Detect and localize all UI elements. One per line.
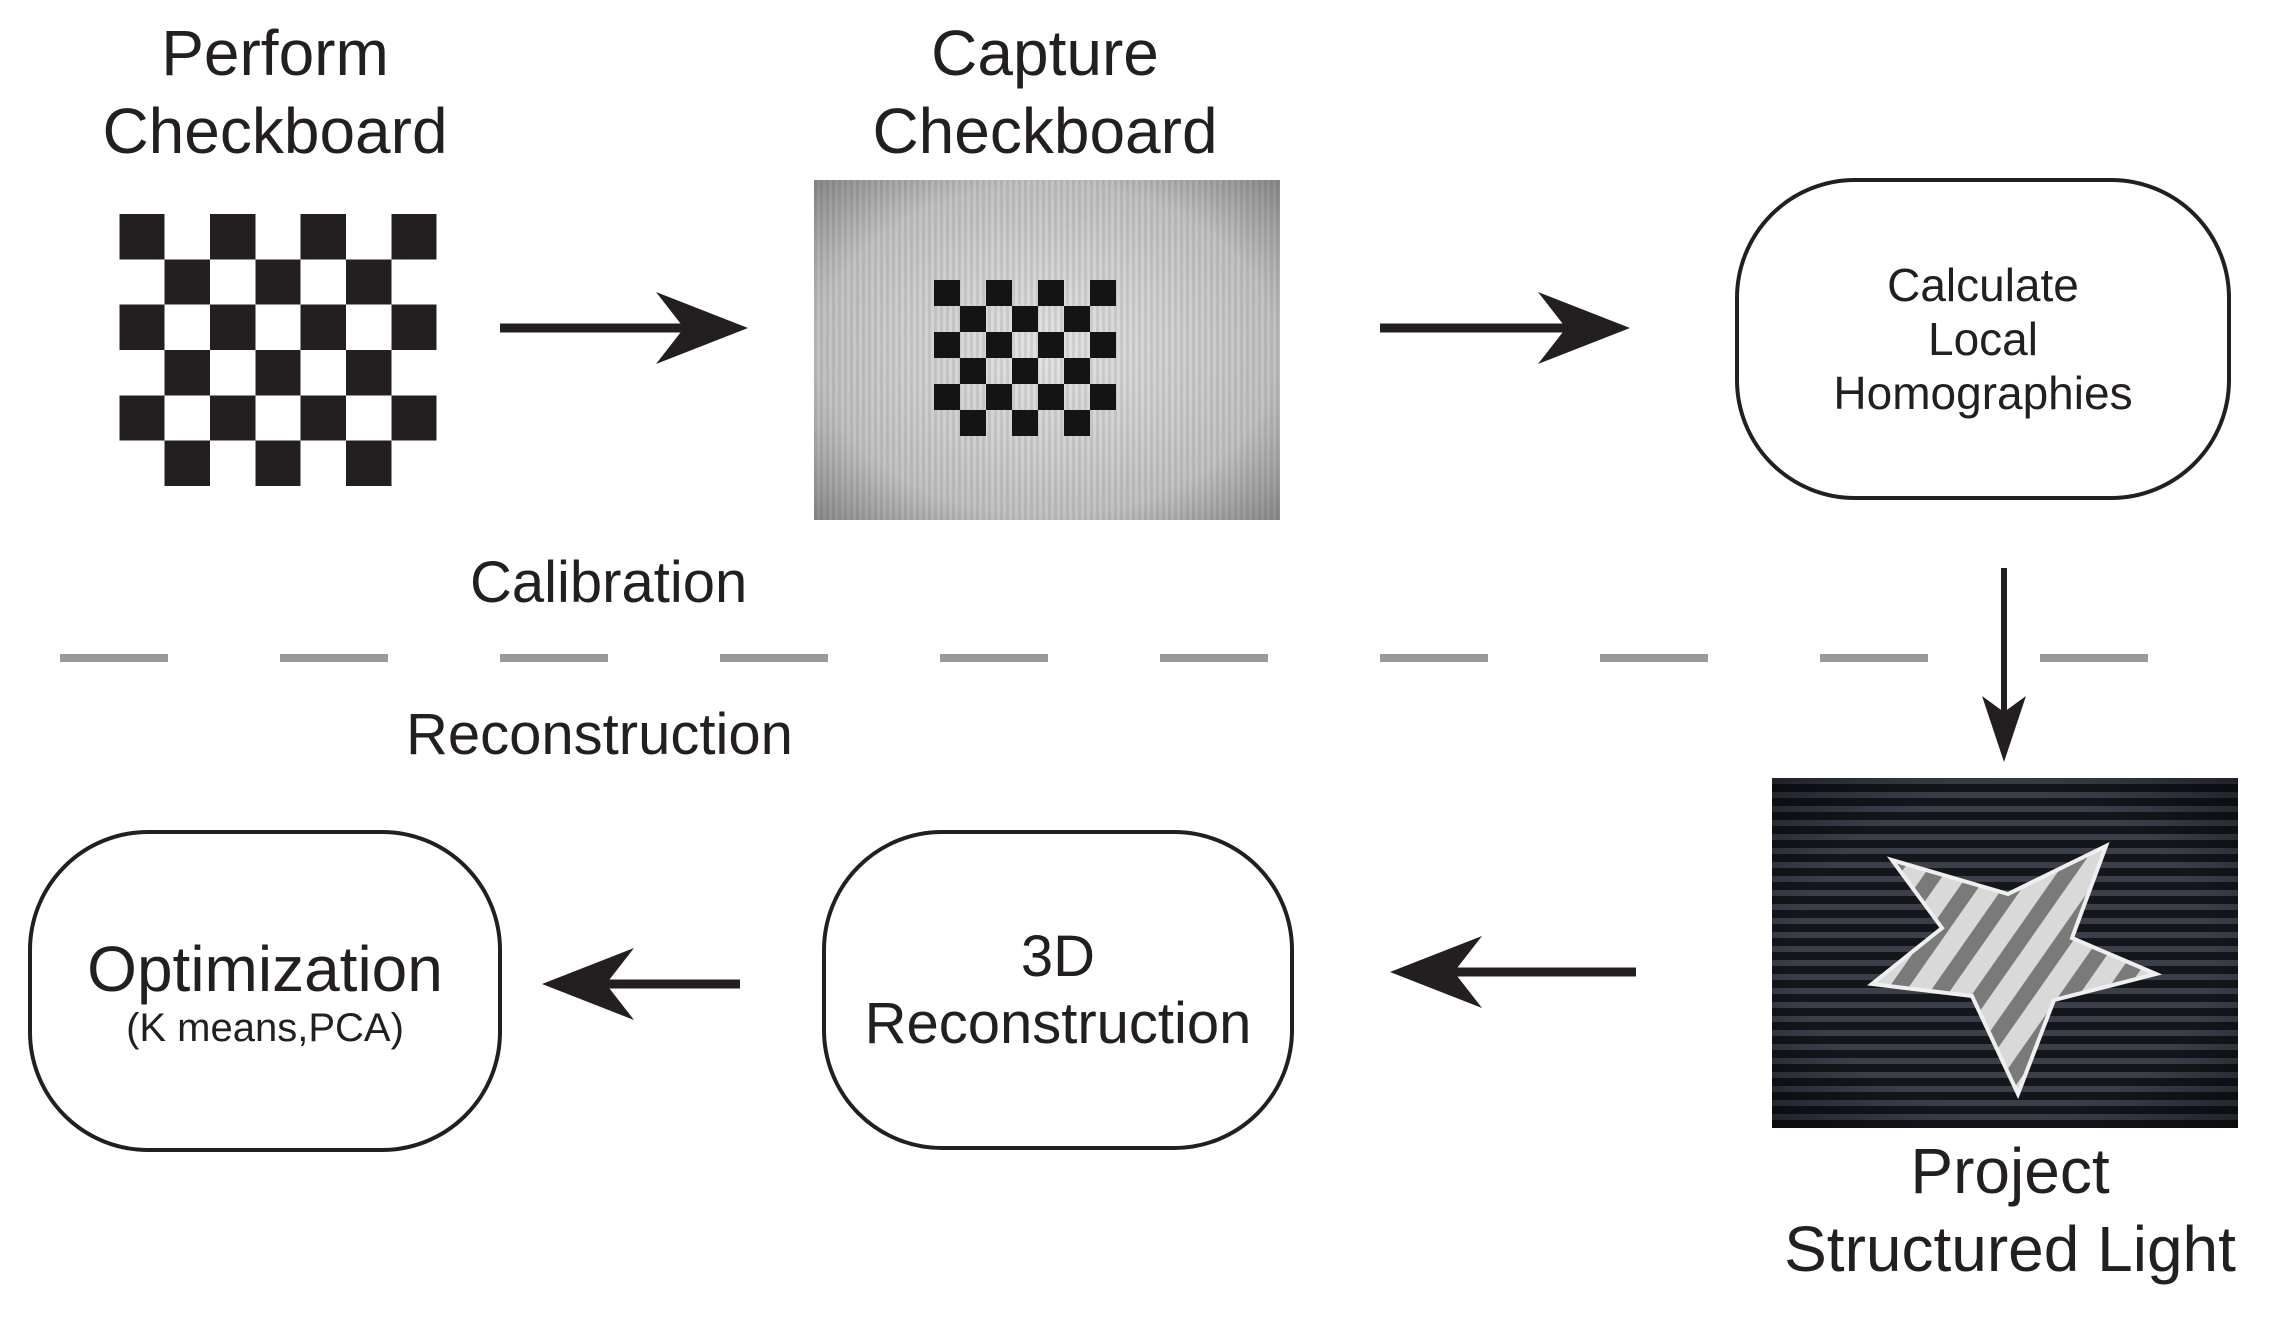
checker-square	[119, 304, 165, 350]
checker-square	[119, 214, 165, 260]
checker-square	[1012, 410, 1038, 436]
perform-title-line2: Checkboard	[102, 95, 448, 168]
checker-square	[391, 395, 437, 441]
capture-title-line1: Capture	[931, 17, 1159, 89]
checker-square	[960, 306, 986, 332]
structured-light-star-photo	[1772, 778, 2238, 1128]
checker-square	[1090, 332, 1116, 358]
checker-square	[119, 395, 165, 441]
arrow-homographies-to-project	[1982, 568, 2026, 762]
perform-checkboard-title: Perform Checkboard	[40, 14, 510, 170]
checker-square	[346, 440, 392, 486]
checker-square	[346, 259, 392, 305]
capture-title-line2: Checkboard	[872, 95, 1218, 168]
checker-square	[300, 395, 346, 441]
capture-checkboard-title: Capture Checkboard	[810, 14, 1280, 170]
checker-square	[1012, 358, 1038, 384]
checker-square	[934, 280, 960, 306]
homographies-line2: Local	[1928, 312, 2038, 365]
calibration-section-label: Calibration	[470, 550, 748, 615]
checker-square	[1038, 384, 1064, 410]
arrow-3d-to-optimization	[542, 948, 740, 1020]
checker-square	[164, 350, 210, 396]
optimization-box: Optimization (K means,PCA)	[28, 830, 502, 1152]
project-title-line2: Structured Light	[1784, 1213, 2236, 1286]
checker-square	[210, 395, 256, 441]
checker-square	[1064, 306, 1090, 332]
checker-square	[391, 214, 437, 260]
checker-square	[1090, 280, 1116, 306]
checker-square	[255, 259, 301, 305]
checker-square	[960, 358, 986, 384]
captured-checkerboard-photo	[814, 180, 1280, 520]
checker-square	[255, 350, 301, 396]
checker-square	[934, 384, 960, 410]
checker-square	[346, 350, 392, 396]
checker-square	[210, 304, 256, 350]
checker-square	[986, 384, 1012, 410]
checker-square	[164, 440, 210, 486]
checker-square	[255, 440, 301, 486]
3d-reconstruction-box: 3D Reconstruction	[822, 830, 1294, 1150]
checker-square	[934, 332, 960, 358]
project-title-line1: Project	[1910, 1135, 2110, 1207]
optimization-line1: Optimization	[87, 932, 443, 1005]
checker-square	[164, 259, 210, 305]
checker-square	[960, 410, 986, 436]
project-structured-light-title: Project Structured Light	[1740, 1132, 2280, 1288]
3d-line1: 3D	[1020, 924, 1096, 989]
3d-line2: Reconstruction	[864, 991, 1252, 1056]
checker-square	[300, 214, 346, 260]
reconstruction-section-label: Reconstruction	[406, 702, 793, 767]
checker-square	[1038, 332, 1064, 358]
checker-square	[1064, 358, 1090, 384]
optimization-line2: (K means,PCA)	[126, 1005, 404, 1050]
calculate-homographies-box: Calculate Local Homographies	[1735, 178, 2231, 500]
checker-square	[1090, 384, 1116, 410]
checkerboard-icon	[119, 214, 437, 486]
checker-square	[300, 304, 346, 350]
checker-square	[1012, 306, 1038, 332]
checker-square	[986, 332, 1012, 358]
checker-square	[1038, 280, 1064, 306]
checker-square	[210, 214, 256, 260]
checker-square	[986, 280, 1012, 306]
checker-square	[1064, 410, 1090, 436]
homographies-line1: Calculate	[1887, 258, 2079, 311]
homographies-line3: Homographies	[1833, 367, 2133, 420]
checker-square	[391, 304, 437, 350]
arrow-perform-to-capture	[500, 292, 748, 364]
arrow-capture-to-homographies	[1380, 292, 1630, 364]
perform-title-line1: Perform	[161, 17, 389, 89]
arrow-project-to-3d	[1390, 936, 1636, 1008]
